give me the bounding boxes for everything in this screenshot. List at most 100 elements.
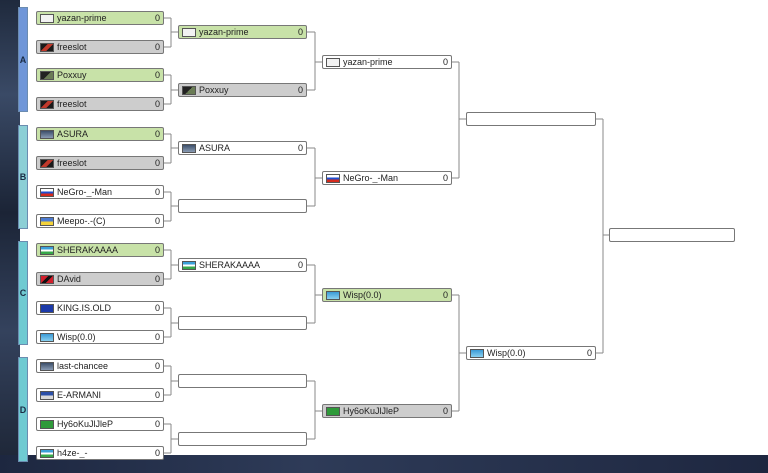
red-icon — [40, 158, 54, 168]
match-slot[interactable]: last-chancee 0 — [36, 359, 164, 373]
player-score: 0 — [297, 143, 303, 153]
player-score: 0 — [297, 85, 303, 95]
player-name: E-ARMANI — [57, 390, 102, 400]
dark-icon — [40, 70, 54, 80]
eu-flag-icon — [40, 303, 54, 313]
match-slot[interactable]: freeslot 0 — [36, 97, 164, 111]
player-score: 0 — [442, 406, 448, 416]
green-icon — [40, 419, 54, 429]
player-name: freeslot — [57, 99, 87, 109]
tt-flag-icon — [40, 274, 54, 284]
background-artwork-left — [0, 0, 20, 473]
match-slot[interactable]: Hy6oKuJlJleP 0 — [36, 417, 164, 431]
match-slot[interactable] — [178, 374, 307, 388]
match-slot[interactable]: freeslot 0 — [36, 156, 164, 170]
player-name: NeGro-_-Man — [343, 173, 399, 183]
player-score: 0 — [154, 129, 160, 139]
player-name: ASURA — [57, 129, 89, 139]
match-slot[interactable]: Meepo-.-(C) 0 — [36, 214, 164, 228]
player-score: 0 — [154, 448, 160, 458]
group-d-label: D — [18, 357, 28, 462]
player-score: 0 — [154, 158, 160, 168]
cyan-icon — [40, 332, 54, 342]
player-score: 0 — [154, 361, 160, 371]
player-score: 0 — [154, 42, 160, 52]
group-letter: C — [19, 288, 27, 298]
match-slot[interactable] — [466, 112, 596, 126]
player-name: yazan-prime — [343, 57, 393, 67]
cyan-icon — [326, 290, 340, 300]
player-name: h4ze-_- — [57, 448, 88, 458]
match-slot[interactable]: ASURA 0 — [178, 141, 307, 155]
player-score: 0 — [154, 332, 160, 342]
match-slot[interactable]: Wisp(0.0) 0 — [36, 330, 164, 344]
player-name: DAvid — [57, 274, 81, 284]
match-slot[interactable] — [609, 228, 735, 242]
player-score: 0 — [442, 290, 448, 300]
player-name: Wisp(0.0) — [487, 348, 526, 358]
match-slot[interactable]: NeGro-_-Man 0 — [322, 171, 452, 185]
player-name: SHERAKAAAA — [57, 245, 119, 255]
match-slot[interactable]: SHERAKAAAA 0 — [36, 243, 164, 257]
dark-icon — [182, 85, 196, 95]
player-name: Wisp(0.0) — [57, 332, 96, 342]
player-score: 0 — [154, 245, 160, 255]
uz-flag-icon — [40, 245, 54, 255]
player-score: 0 — [154, 390, 160, 400]
player-name: NeGro-_-Man — [57, 187, 113, 197]
player-score: 0 — [586, 348, 592, 358]
image-icon — [182, 143, 196, 153]
red-icon — [40, 99, 54, 109]
background-artwork-bottom — [0, 455, 768, 473]
match-slot[interactable]: yazan-prime 0 — [36, 11, 164, 25]
player-name: SHERAKAAAA — [199, 260, 261, 270]
player-score: 0 — [297, 27, 303, 37]
match-slot[interactable]: Poxxuy 0 — [178, 83, 307, 97]
group-letter: A — [19, 54, 27, 65]
match-slot[interactable]: E-ARMANI 0 — [36, 388, 164, 402]
player-name: freeslot — [57, 42, 87, 52]
match-slot[interactable]: Wisp(0.0) 0 — [466, 346, 596, 360]
player-score: 0 — [442, 173, 448, 183]
match-slot[interactable]: h4ze-_- 0 — [36, 446, 164, 460]
uz-flag-icon — [40, 448, 54, 458]
player-name: ASURA — [199, 143, 231, 153]
player-name: last-chancee — [57, 361, 109, 371]
match-slot[interactable]: freeslot 0 — [36, 40, 164, 54]
match-slot[interactable] — [178, 432, 307, 446]
match-slot[interactable]: Wisp(0.0)0 — [322, 288, 452, 302]
image-icon — [40, 129, 54, 139]
white-icon — [40, 13, 54, 23]
white-icon — [326, 57, 340, 67]
player-score: 0 — [154, 216, 160, 226]
bz-flag-icon — [40, 390, 54, 400]
ru-flag-icon — [326, 173, 340, 183]
player-name: Hy6oKuJlJleP — [57, 419, 114, 429]
green-icon — [326, 406, 340, 416]
player-score: 0 — [154, 419, 160, 429]
match-slot[interactable]: ASURA 0 — [36, 127, 164, 141]
match-slot[interactable] — [178, 316, 307, 330]
player-score: 0 — [154, 99, 160, 109]
red-icon — [40, 42, 54, 52]
white-icon — [182, 27, 196, 37]
player-score: 0 — [154, 13, 160, 23]
cyan-icon — [470, 348, 484, 358]
player-name: Poxxuy — [199, 85, 229, 95]
player-name: Meepo-.-(C) — [57, 216, 106, 226]
player-score: 0 — [154, 70, 160, 80]
image-icon — [40, 361, 54, 371]
uz-flag-icon — [182, 260, 196, 270]
player-name: freeslot — [57, 158, 87, 168]
match-slot[interactable] — [178, 199, 307, 213]
player-name: yazan-prime — [57, 13, 107, 23]
